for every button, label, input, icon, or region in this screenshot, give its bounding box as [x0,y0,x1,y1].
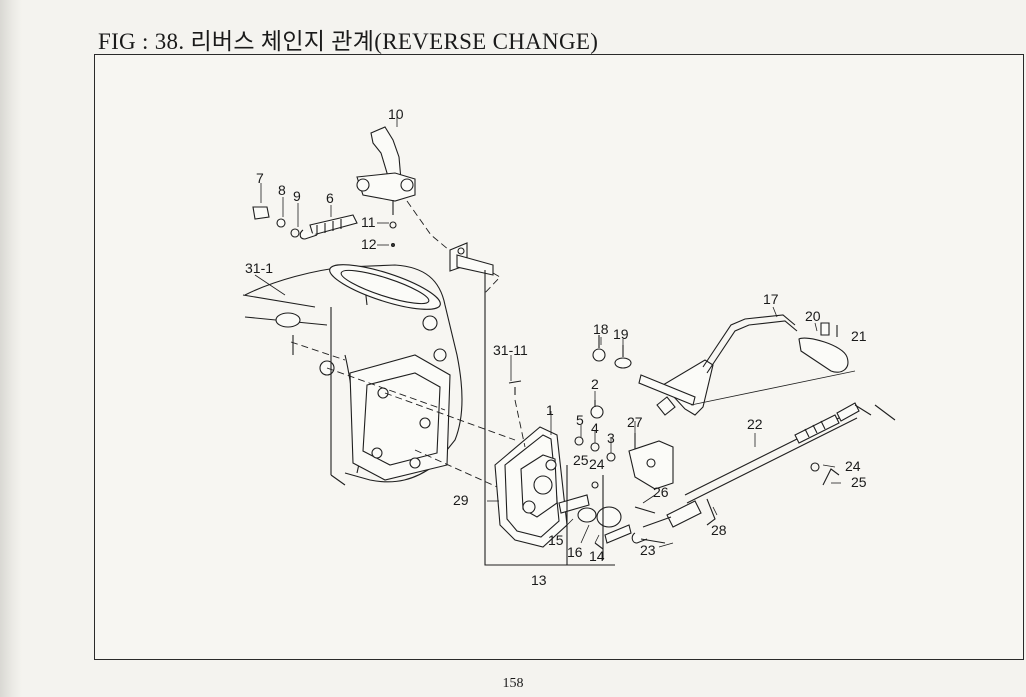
transmission-housing-drawing [242,264,516,496]
callout-22: 22 [747,416,763,432]
shift-fork-assembly-drawing [252,126,456,256]
callout-21: 21 [851,328,867,344]
callout-25b: 25 [851,474,867,490]
exploded-parts-diagram: 10 7 8 9 6 11 12 31-1 31-11 18 19 17 20 … [242,106,896,588]
page-binding-edge [0,0,22,697]
callout-29: 29 [453,492,469,508]
callout-labels: 10 7 8 9 6 11 12 31-1 31-11 18 19 17 20 … [245,106,867,588]
callout-10: 10 [388,106,404,122]
clevis-link-drawing [449,242,615,566]
callout-31-1: 31-1 [245,260,273,276]
leader-lines [254,117,841,548]
reverse-change-cover-drawing [494,380,632,566]
callout-14: 14 [589,548,605,564]
callout-13: 13 [531,572,547,588]
callout-17: 17 [763,291,779,307]
callout-6: 6 [326,190,334,206]
callout-3: 3 [607,430,615,446]
callout-20: 20 [805,308,821,324]
callout-27: 27 [627,414,643,430]
callout-24a: 24 [589,456,605,472]
reverse-pedal-drawing [592,314,856,416]
callout-16: 16 [567,544,583,560]
callout-28: 28 [711,522,727,538]
parts-diagram-frame: 10 7 8 9 6 11 12 31-1 31-11 18 19 17 20 … [94,54,1024,660]
callout-31-11: 31-11 [493,342,528,358]
callout-8: 8 [278,182,286,198]
callout-23: 23 [640,542,656,558]
callout-9: 9 [293,188,301,204]
callout-15: 15 [548,532,564,548]
page-title: FIG : 38. 리버스 체인지 관계(REVERSE CHANGE) [98,29,599,54]
callout-5: 5 [576,412,584,428]
callout-25a: 25 [573,452,589,468]
callout-18: 18 [593,321,609,337]
page-number: 158 [502,676,524,691]
callout-11: 11 [361,214,376,230]
control-cable-drawing [631,402,896,544]
callout-2: 2 [591,376,599,392]
callout-12: 12 [361,236,377,252]
callout-7: 7 [256,170,264,186]
bracket-drawing [628,433,674,490]
callout-1: 1 [546,402,554,418]
callout-26: 26 [653,484,669,500]
callout-24b: 24 [845,458,861,474]
callout-19: 19 [613,326,629,342]
callout-4: 4 [591,420,599,436]
